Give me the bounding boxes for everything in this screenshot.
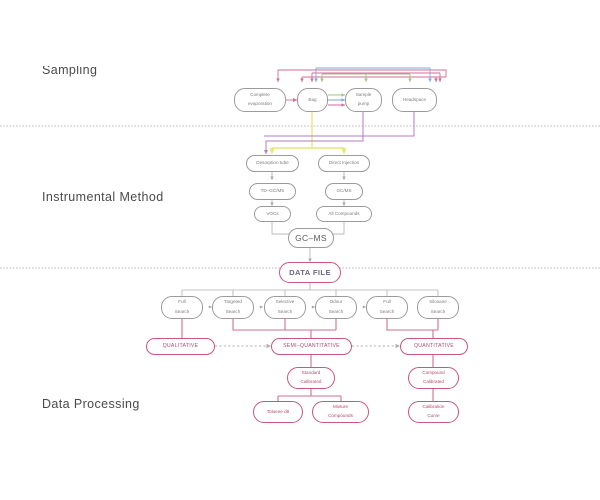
node-selective-search[interactable]: Selective Search <box>264 296 306 319</box>
node-label: VOCs <box>266 210 279 216</box>
node-qualitative[interactable]: QUALITATIVE <box>146 338 215 355</box>
node-line-1: Headspace <box>402 96 427 102</box>
node-label: TD–GC/MS <box>260 188 285 194</box>
node-line-1: Full <box>383 299 391 305</box>
node-label: DATA FILE <box>289 267 331 277</box>
node-gcms[interactable]: GC/MS <box>325 183 363 200</box>
node-line-1: Selective <box>275 299 295 305</box>
node-line-2: Search <box>430 308 446 314</box>
feedback-bus-blue <box>314 67 432 82</box>
node-all-compounds[interactable]: All Compounds <box>316 206 372 222</box>
node-line-2: pump <box>357 101 370 107</box>
node-label: GC–MS <box>295 232 327 243</box>
node-line-1: Complete <box>250 91 270 97</box>
connector-pump-headspace-to-desorption <box>264 112 415 154</box>
connector-bag-to-desorption <box>269 112 347 154</box>
section-label-data-processing: Data Processing <box>42 397 140 411</box>
node-line-1: Toluene d8 <box>266 408 290 414</box>
node-compound-calibrated[interactable]: Compound Calibrated <box>408 367 459 389</box>
node-desorption-tube[interactable]: Desorption tube <box>246 155 299 172</box>
node-bag[interactable]: Bag <box>297 88 328 112</box>
node-label: All Compounds <box>328 210 360 216</box>
node-gc-ms-merged[interactable]: GC–MS <box>288 228 334 248</box>
node-line-2: Search <box>225 308 241 314</box>
node-label: SEMI–QUANTITATIVE <box>283 342 340 349</box>
node-line-2: Search <box>328 308 344 314</box>
node-line-1: Standard <box>301 369 321 375</box>
datafile-fanout <box>181 283 439 296</box>
node-headspace[interactable]: Headspace <box>392 88 437 112</box>
node-sample-pump[interactable]: Sample pump <box>345 88 382 112</box>
feedback-bus-pink <box>276 69 447 82</box>
node-label: QUALITATIVE <box>162 342 199 349</box>
node-line-1: Targeted <box>224 299 242 305</box>
feedback-bus-magenta <box>310 72 442 82</box>
node-quantitative[interactable]: QUANTITATIVE <box>400 338 468 355</box>
node-calibration-curve[interactable]: Calibration Curve <box>408 401 459 423</box>
arrows-bag-to-pump <box>328 93 345 107</box>
node-line-1: Siloxane <box>429 299 447 305</box>
node-line-1: Mixture <box>332 403 349 409</box>
node-label: QUANTITATIVE <box>414 342 454 349</box>
node-standard-calibrated[interactable]: Standard Calibrated <box>287 367 335 389</box>
node-vocs[interactable]: VOCs <box>254 206 291 222</box>
node-full-search-1[interactable]: Full Search <box>161 296 203 319</box>
node-line-2: Calibrated <box>300 379 322 385</box>
node-full-search-2[interactable]: Full Search <box>366 296 408 319</box>
node-line-2: Search <box>174 308 190 314</box>
node-line-2: Curve <box>427 413 440 419</box>
node-line-1: Full <box>178 299 186 305</box>
node-line-1: Calibration <box>422 403 445 409</box>
node-label: GC/MS <box>336 188 352 194</box>
node-complete-evaporation[interactable]: Complete evaporation <box>234 88 286 112</box>
node-siloxane-search[interactable]: Siloxane Search <box>417 296 459 319</box>
feedback-bus-green <box>320 73 412 82</box>
node-line-1: Bag <box>308 96 317 102</box>
node-semi-quantitative[interactable]: SEMI–QUANTITATIVE <box>271 338 352 355</box>
search-to-quantitative <box>386 319 439 338</box>
node-label: Direct Injection <box>328 160 360 166</box>
node-line-2: evaporation <box>247 101 272 107</box>
node-line-2: Compounds <box>328 413 353 419</box>
node-td-gcms[interactable]: TD–GC/MS <box>249 183 296 200</box>
search-to-semiquant <box>232 319 337 338</box>
node-data-file[interactable]: DATA FILE <box>279 262 341 283</box>
node-label: Desorption tube <box>256 160 289 166</box>
node-line-1: Sample <box>355 91 372 97</box>
standard-to-standards <box>277 389 342 401</box>
node-mixture-compounds[interactable]: Mixture Compounds <box>312 401 369 423</box>
node-line-1: Compound <box>422 369 445 375</box>
node-line-2: Search <box>277 308 293 314</box>
node-toluene-d8[interactable]: Toluene d8 <box>253 401 303 423</box>
node-line-2: Calibrated <box>423 379 444 385</box>
section-label-instrumental-method: Instrumental Method <box>42 190 164 204</box>
node-targeted-search[interactable]: Targeted Search <box>212 296 254 319</box>
section-label-sampling: Sampling <box>42 63 98 77</box>
node-odour-search[interactable]: Odour Search <box>315 296 357 319</box>
node-line-2: Search <box>379 308 395 314</box>
node-line-1: Odour <box>329 299 343 305</box>
node-direct-injection[interactable]: Direct Injection <box>318 155 370 172</box>
